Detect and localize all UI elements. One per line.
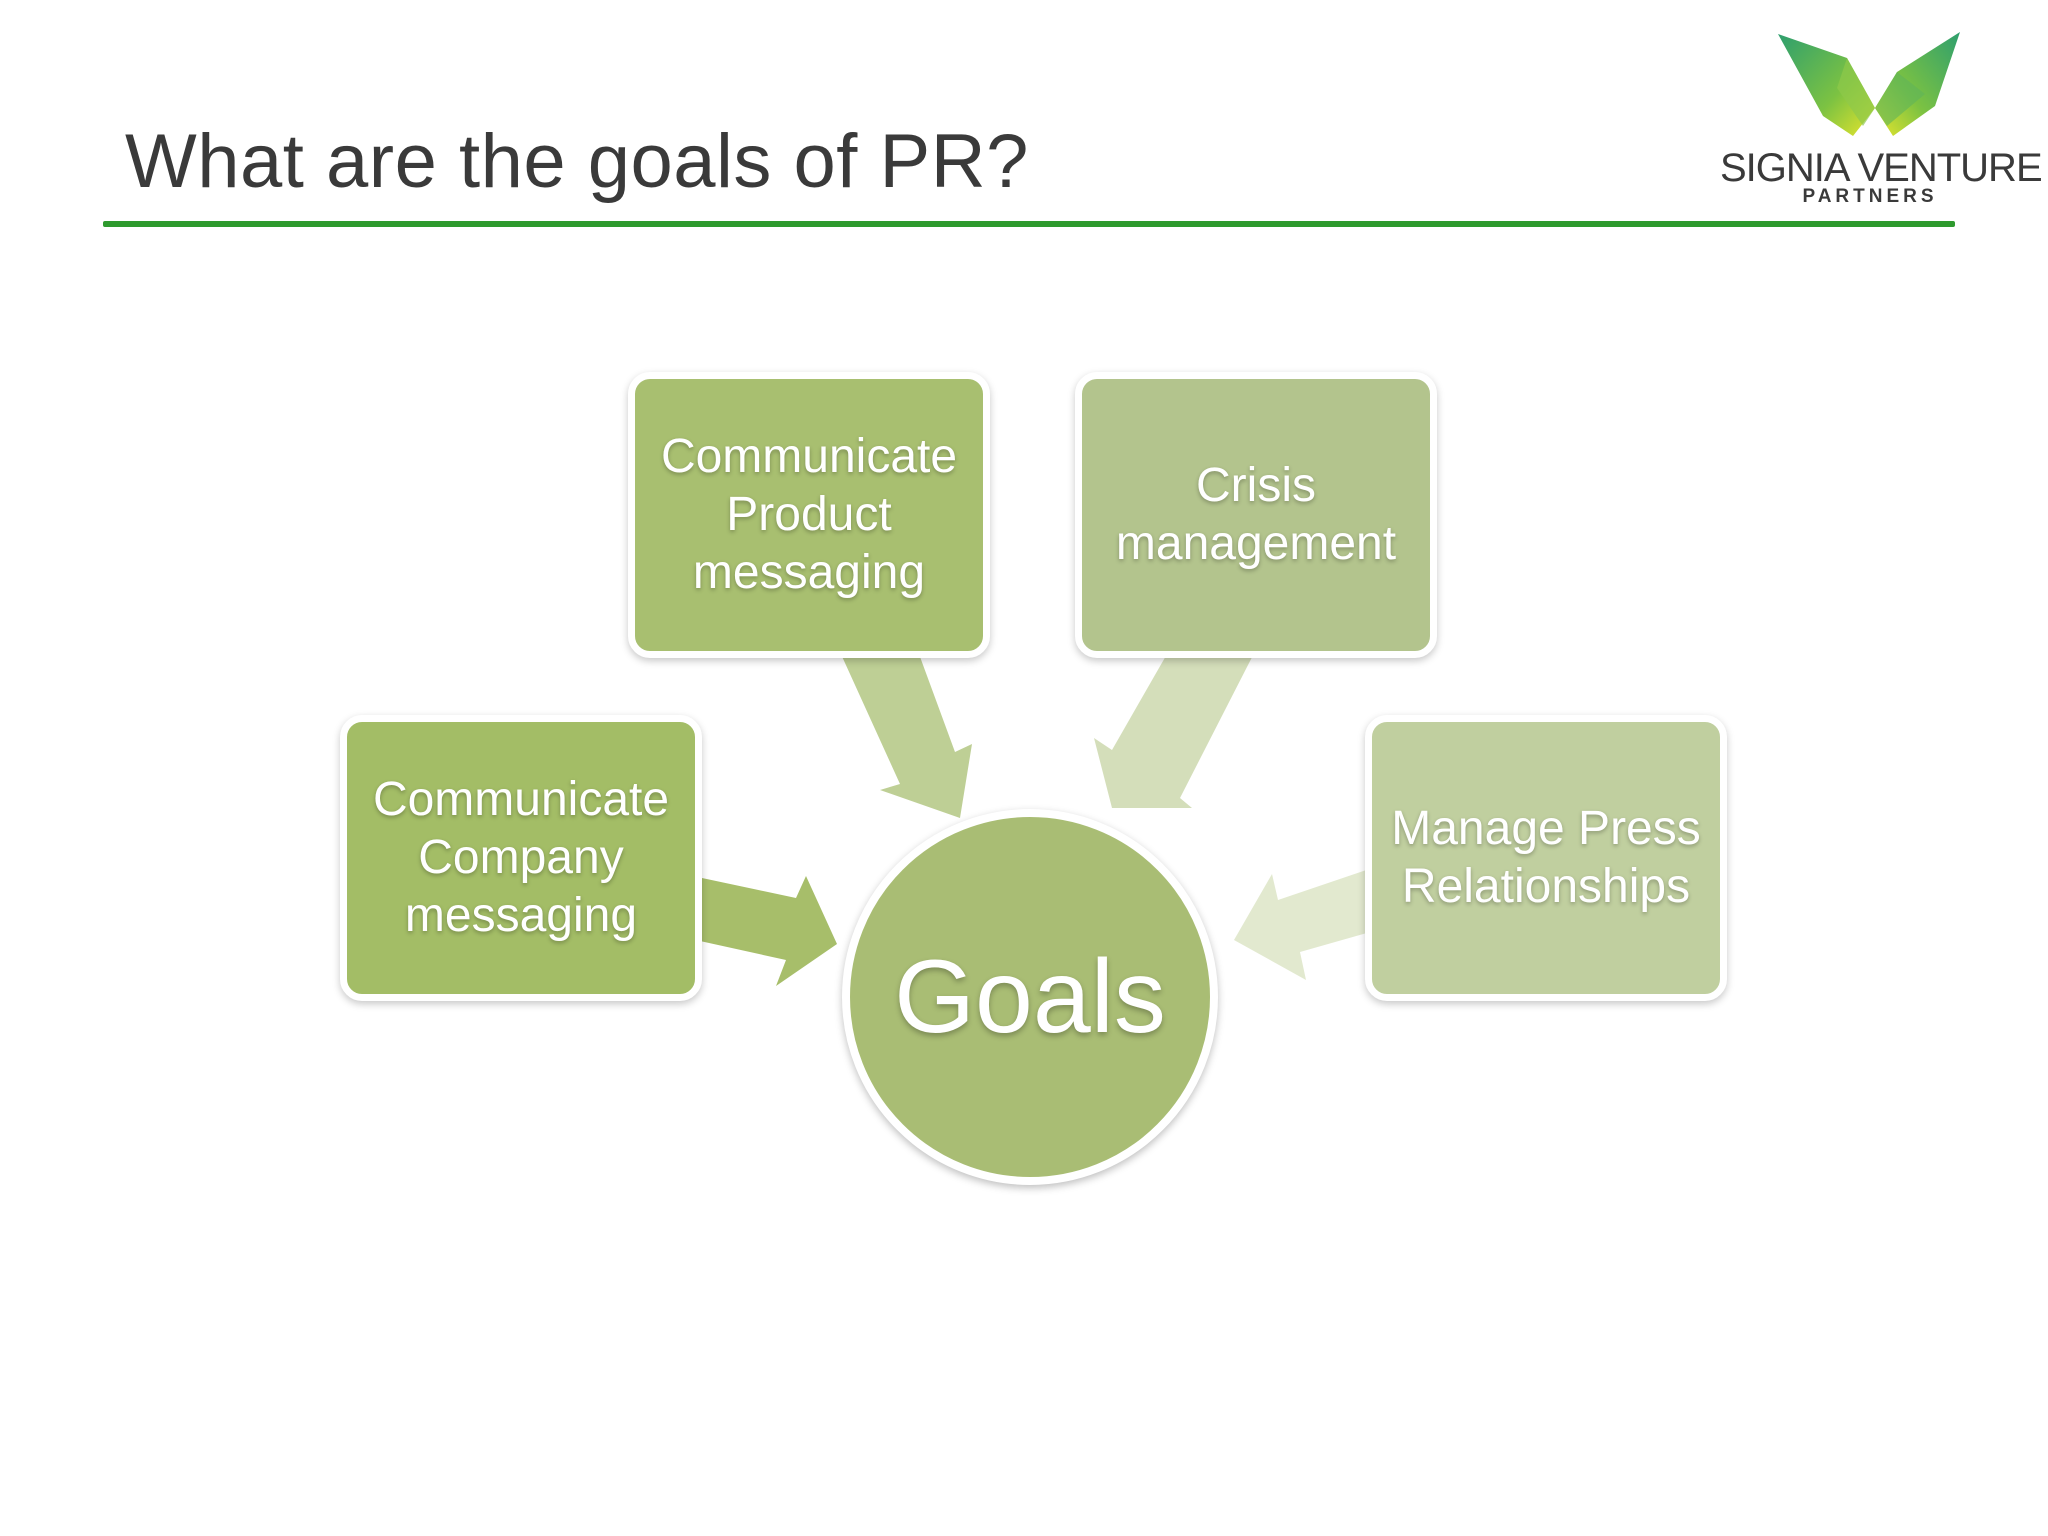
goal-line: Relationships [1401, 860, 1691, 913]
goal-line: Product [726, 488, 892, 541]
goal-box-crisis-management: Crisis management [1075, 372, 1437, 658]
goal-line: management [1115, 517, 1397, 570]
goal-line: Company [418, 831, 624, 884]
goals-hub: Goals [842, 809, 1218, 1185]
goal-box-company-messaging: Communicate Company messaging [340, 715, 702, 1001]
goal-box-press-relationships: Manage Press Relationships [1365, 715, 1727, 1001]
goal-line: messaging [692, 546, 926, 599]
goal-line: messaging [404, 889, 638, 942]
title-underline [103, 221, 1955, 227]
goal-line: Communicate [660, 430, 958, 483]
logo-subtitle: PARTNERS [1802, 186, 1938, 207]
logo-name: SIGNIA VENTURE [1720, 146, 2043, 190]
signia-logo: SIGNIA VENTURE PARTNERS [1720, 28, 2043, 213]
slide-title: What are the goals of PR? [125, 119, 1029, 204]
goal-line: Communicate [372, 773, 670, 826]
goal-box-product-messaging: Communicate Product messaging [628, 372, 990, 658]
goal-line: Manage Press [1391, 802, 1701, 855]
goal-line: Crisis [1196, 459, 1316, 512]
signia-logo-icon [1778, 32, 1960, 136]
